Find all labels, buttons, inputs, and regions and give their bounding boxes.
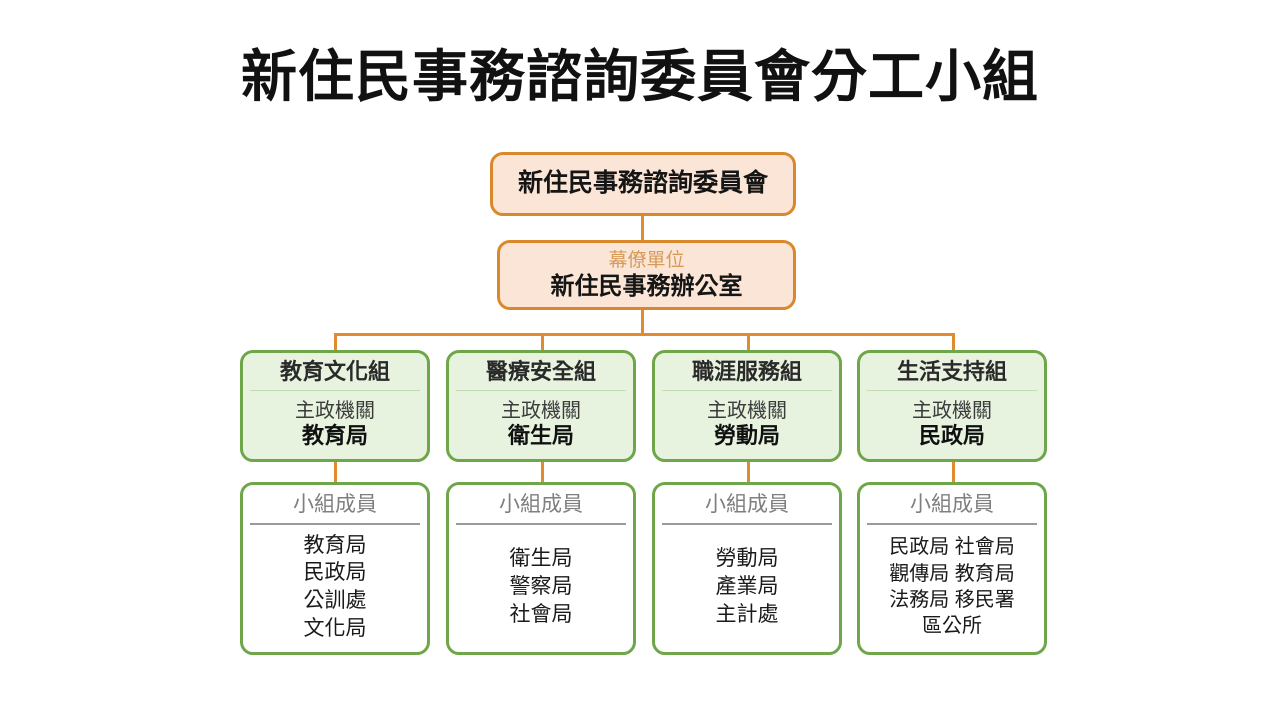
members-label: 小組成員 — [250, 485, 420, 525]
list-item: 教育局 — [303, 533, 367, 557]
group-name: 職涯服務組 — [662, 353, 832, 391]
connector-busbar-to-group-1 — [334, 333, 337, 352]
member-box-life-support[interactable]: 小組成員 民政局 社會局 觀傳局 教育局 法務局 移民署 區公所 — [857, 482, 1047, 655]
list-item: 民政局 社會局 — [889, 536, 1015, 559]
connector-groups-busbar — [334, 333, 954, 336]
member-box-education-culture[interactable]: 小組成員 教育局 民政局 公訓處 文化局 — [240, 482, 430, 655]
member-box-career-service[interactable]: 小組成員 勞動局 產業局 主計處 — [652, 482, 842, 655]
connector-busbar-to-group-4 — [952, 333, 955, 352]
connector-busbar-to-group-2 — [541, 333, 544, 352]
committee-name: 新住民事務諮詢委員會 — [517, 169, 768, 198]
list-item: 產業局 — [715, 575, 779, 599]
list-item: 衛生局 — [509, 547, 573, 571]
members-label: 小組成員 — [662, 485, 832, 525]
members-list: 衛生局 警察局 社會局 — [449, 525, 633, 652]
group-box-education-culture[interactable]: 教育文化組 主政機關 教育局 — [240, 350, 430, 462]
group-lead-section: 主政機關 勞動局 — [655, 391, 839, 459]
connector-group-3-to-members — [747, 462, 750, 483]
group-lead-agency: 教育局 — [301, 422, 368, 448]
list-item: 區公所 — [922, 615, 982, 638]
list-item: 警察局 — [509, 575, 573, 599]
members-list: 教育局 民政局 公訓處 文化局 — [243, 525, 427, 652]
list-item: 勞動局 — [715, 547, 779, 571]
group-lead-section: 主政機關 民政局 — [860, 391, 1044, 459]
connector-group-1-to-members — [334, 462, 337, 483]
list-item: 民政局 — [303, 561, 367, 585]
list-item: 公訓處 — [303, 589, 367, 612]
members-label: 小組成員 — [456, 485, 626, 525]
staff-office-box[interactable]: 幕僚單位 新住民事務辦公室 — [497, 240, 796, 310]
connector-group-4-to-members — [952, 462, 955, 483]
list-item: 法務局 移民署 — [889, 589, 1015, 611]
page-title: 新住民事務諮詢委員會分工小組 — [241, 45, 1039, 108]
committee-box[interactable]: 新住民事務諮詢委員會 — [490, 152, 796, 216]
group-box-career-service[interactable]: 職涯服務組 主政機關 勞動局 — [652, 350, 842, 462]
group-lead-label: 主政機關 — [501, 399, 581, 422]
members-list: 民政局 社會局 觀傳局 教育局 法務局 移民署 區公所 — [860, 525, 1044, 652]
member-box-medical-safety[interactable]: 小組成員 衛生局 警察局 社會局 — [446, 482, 636, 655]
connector-group-2-to-members — [541, 462, 544, 483]
list-item: 文化局 — [303, 616, 367, 640]
connector-committee-to-staff — [641, 216, 644, 241]
list-item: 觀傳局 教育局 — [889, 562, 1015, 585]
group-name: 醫療安全組 — [456, 353, 626, 391]
group-box-medical-safety[interactable]: 醫療安全組 主政機關 衛生局 — [446, 350, 636, 462]
group-lead-section: 主政機關 教育局 — [243, 391, 427, 459]
group-lead-agency: 勞動局 — [713, 422, 780, 448]
staff-office-name: 新住民事務辦公室 — [550, 273, 743, 301]
group-lead-section: 主政機關 衛生局 — [449, 391, 633, 459]
group-lead-label: 主政機關 — [912, 399, 992, 422]
staff-office-kicker: 幕僚單位 — [608, 250, 685, 272]
list-item: 主計處 — [715, 602, 779, 626]
list-item: 社會局 — [509, 602, 573, 626]
connector-staff-stem — [641, 310, 644, 335]
group-lead-label: 主政機關 — [707, 399, 787, 422]
group-name: 生活支持組 — [867, 353, 1037, 391]
group-name: 教育文化組 — [250, 353, 420, 391]
group-lead-label: 主政機關 — [295, 399, 375, 422]
group-lead-agency: 衛生局 — [507, 422, 574, 448]
members-list: 勞動局 產業局 主計處 — [655, 525, 839, 652]
group-box-life-support[interactable]: 生活支持組 主政機關 民政局 — [857, 350, 1047, 462]
members-label: 小組成員 — [867, 485, 1037, 525]
group-lead-agency: 民政局 — [918, 422, 985, 448]
connector-busbar-to-group-3 — [747, 333, 750, 352]
